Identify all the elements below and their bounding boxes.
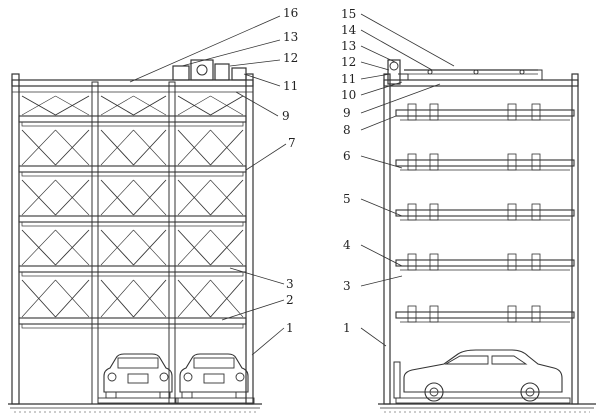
front-car-left: [97, 353, 179, 404]
side-callout-5: 5: [343, 192, 351, 206]
side-callout-1: 1: [343, 321, 351, 335]
side-pallet-levels: [395, 103, 575, 323]
front-callout-1: 1: [286, 321, 294, 335]
side-callout-15: 15: [341, 7, 356, 21]
side-callout-14: 14: [341, 23, 357, 37]
front-top-beam: [11, 79, 254, 93]
side-leader-lines: [360, 13, 455, 347]
side-callout-11: 11: [341, 72, 356, 86]
side-callout-6: 6: [343, 149, 351, 163]
side-callout-12: 12: [341, 55, 356, 69]
front-callout-labels: 16 13 12 11 9 7 3 2 1: [282, 6, 298, 335]
side-top-beam: [383, 59, 579, 87]
front-callout-11: 11: [283, 79, 298, 93]
front-callout-16: 16: [283, 6, 298, 20]
front-callout-12: 12: [283, 51, 298, 65]
front-callout-7: 7: [288, 136, 296, 150]
side-view: 15 14 13 12 11 10 9 8 6 5 4 3 1: [341, 7, 596, 413]
side-callout-9: 9: [343, 106, 351, 120]
front-ground: [8, 403, 262, 413]
side-car: [393, 349, 571, 404]
side-callout-10: 10: [341, 88, 356, 102]
side-callout-13: 13: [341, 39, 356, 53]
side-callout-8: 8: [343, 123, 351, 137]
front-pallet-levels: [18, 95, 247, 329]
side-callout-3: 3: [343, 279, 351, 293]
side-ground: [378, 403, 596, 413]
front-callout-2: 2: [286, 293, 294, 307]
side-columns: [383, 73, 579, 405]
side-callout-labels: 15 14 13 12 11 10 9 8 6 5 4 3 1: [341, 7, 357, 335]
front-view: 16 13 12 11 9 7 3 2 1: [8, 6, 298, 413]
side-callout-4: 4: [343, 238, 351, 252]
front-callout-9: 9: [282, 109, 290, 123]
front-drive-unit: [172, 59, 247, 81]
front-columns: [11, 73, 254, 405]
front-callout-13: 13: [283, 30, 298, 44]
front-car-right: [175, 353, 255, 404]
front-leader-lines: [129, 15, 287, 356]
front-callout-3: 3: [286, 277, 294, 291]
